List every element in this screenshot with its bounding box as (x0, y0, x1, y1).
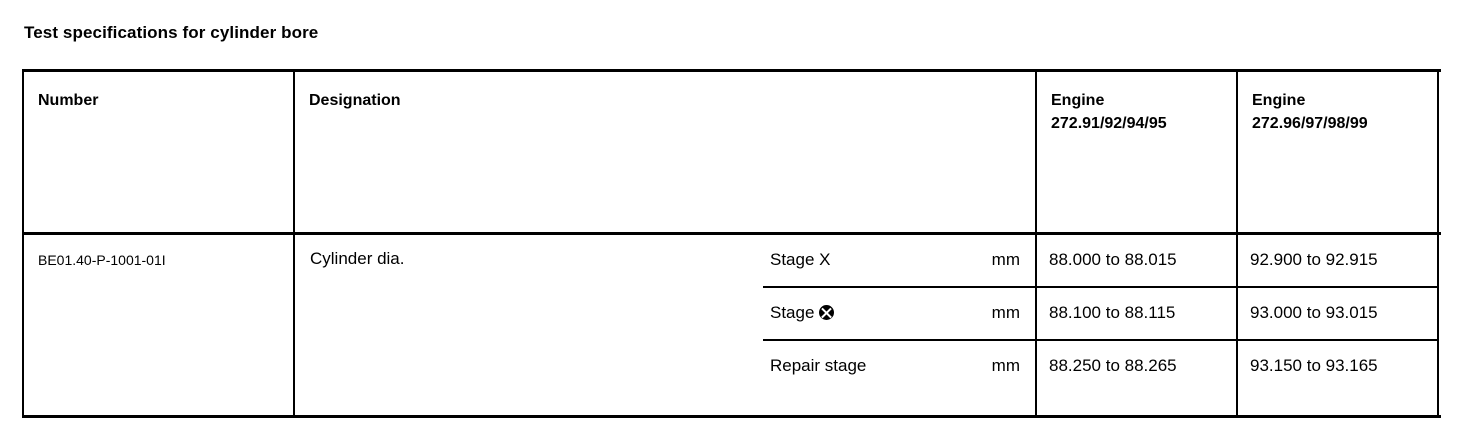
stage-label-text: Repair stage (770, 356, 867, 375)
cell-number: BE01.40-P-1001-01I (22, 235, 295, 415)
specifications-table: Number Designation Engine 272.91/92/94/9… (22, 69, 1441, 418)
engine-a-value-list: 88.000 to 88.015 88.100 to 88.115 88.250… (1037, 235, 1236, 415)
table-header-row: Number Designation Engine 272.91/92/94/9… (22, 72, 1441, 235)
engine-a-label: Engine (1051, 92, 1105, 109)
engine-a-models: 272.91/92/94/95 (1051, 115, 1167, 133)
value-row: 93.150 to 93.165 (1238, 341, 1437, 394)
stage-unit: mm (991, 356, 1020, 375)
value-engine-a-stage-circled-cross: 88.100 to 88.115 (1049, 303, 1176, 322)
engine-b-value-list: 92.900 to 92.915 93.000 to 93.015 93.150… (1238, 235, 1437, 415)
value-row: 88.000 to 88.015 (1037, 235, 1236, 288)
value-row: 93.000 to 93.015 (1238, 288, 1437, 341)
header-cell-number: Number (22, 72, 295, 232)
cell-engine-b-values: 92.900 to 92.915 93.000 to 93.015 93.150… (1238, 235, 1439, 415)
stage-row: Repair stage mm (763, 341, 1035, 394)
stage-unit: mm (991, 250, 1020, 269)
value-engine-b-stage-circled-cross: 93.000 to 93.015 (1250, 303, 1378, 322)
column-header-designation: Designation (309, 92, 401, 109)
stage-label: Repair stage (770, 356, 866, 376)
column-header-number: Number (38, 92, 99, 109)
stage-unit: mm (991, 303, 1020, 322)
stage-label: Stage (770, 303, 835, 323)
page-title: Test specifications for cylinder bore (24, 23, 319, 42)
value-row: 88.100 to 88.115 (1037, 288, 1236, 341)
header-cell-engine-b: Engine 272.96/97/98/99 (1238, 72, 1439, 232)
table-row: BE01.40-P-1001-01I Cylinder dia. Stage X… (22, 235, 1441, 415)
stage-list: Stage X mm Stage mm Repair stage (763, 235, 1035, 415)
circled-cross-icon (819, 305, 835, 320)
stage-label-text: Stage (770, 303, 815, 322)
stage-label: Stage X (770, 250, 831, 270)
designation-text: Cylinder dia. (310, 249, 405, 268)
cell-designation: Cylinder dia. Stage X mm Stage mm (295, 235, 1037, 415)
value-engine-b-repair-stage: 93.150 to 93.165 (1250, 356, 1378, 375)
engine-b-models: 272.96/97/98/99 (1252, 115, 1368, 133)
value-engine-a-repair-stage: 88.250 to 88.265 (1049, 356, 1177, 375)
header-cell-engine-a: Engine 272.91/92/94/95 (1037, 72, 1238, 232)
header-cell-designation: Designation (295, 72, 1037, 232)
column-header-engine-b: Engine 272.96/97/98/99 (1252, 89, 1368, 135)
stage-row: Stage X mm (763, 235, 1035, 288)
column-header-engine-a: Engine 272.91/92/94/95 (1051, 89, 1167, 135)
value-row: 88.250 to 88.265 (1037, 341, 1236, 394)
stage-label-text: Stage X (770, 250, 831, 269)
value-engine-b-stage-x: 92.900 to 92.915 (1250, 250, 1378, 269)
stage-row: Stage mm (763, 288, 1035, 341)
specification-number: BE01.40-P-1001-01I (38, 252, 166, 268)
engine-b-label: Engine (1252, 92, 1306, 109)
value-engine-a-stage-x: 88.000 to 88.015 (1049, 250, 1177, 269)
value-row: 92.900 to 92.915 (1238, 235, 1437, 288)
cell-engine-a-values: 88.000 to 88.015 88.100 to 88.115 88.250… (1037, 235, 1238, 415)
